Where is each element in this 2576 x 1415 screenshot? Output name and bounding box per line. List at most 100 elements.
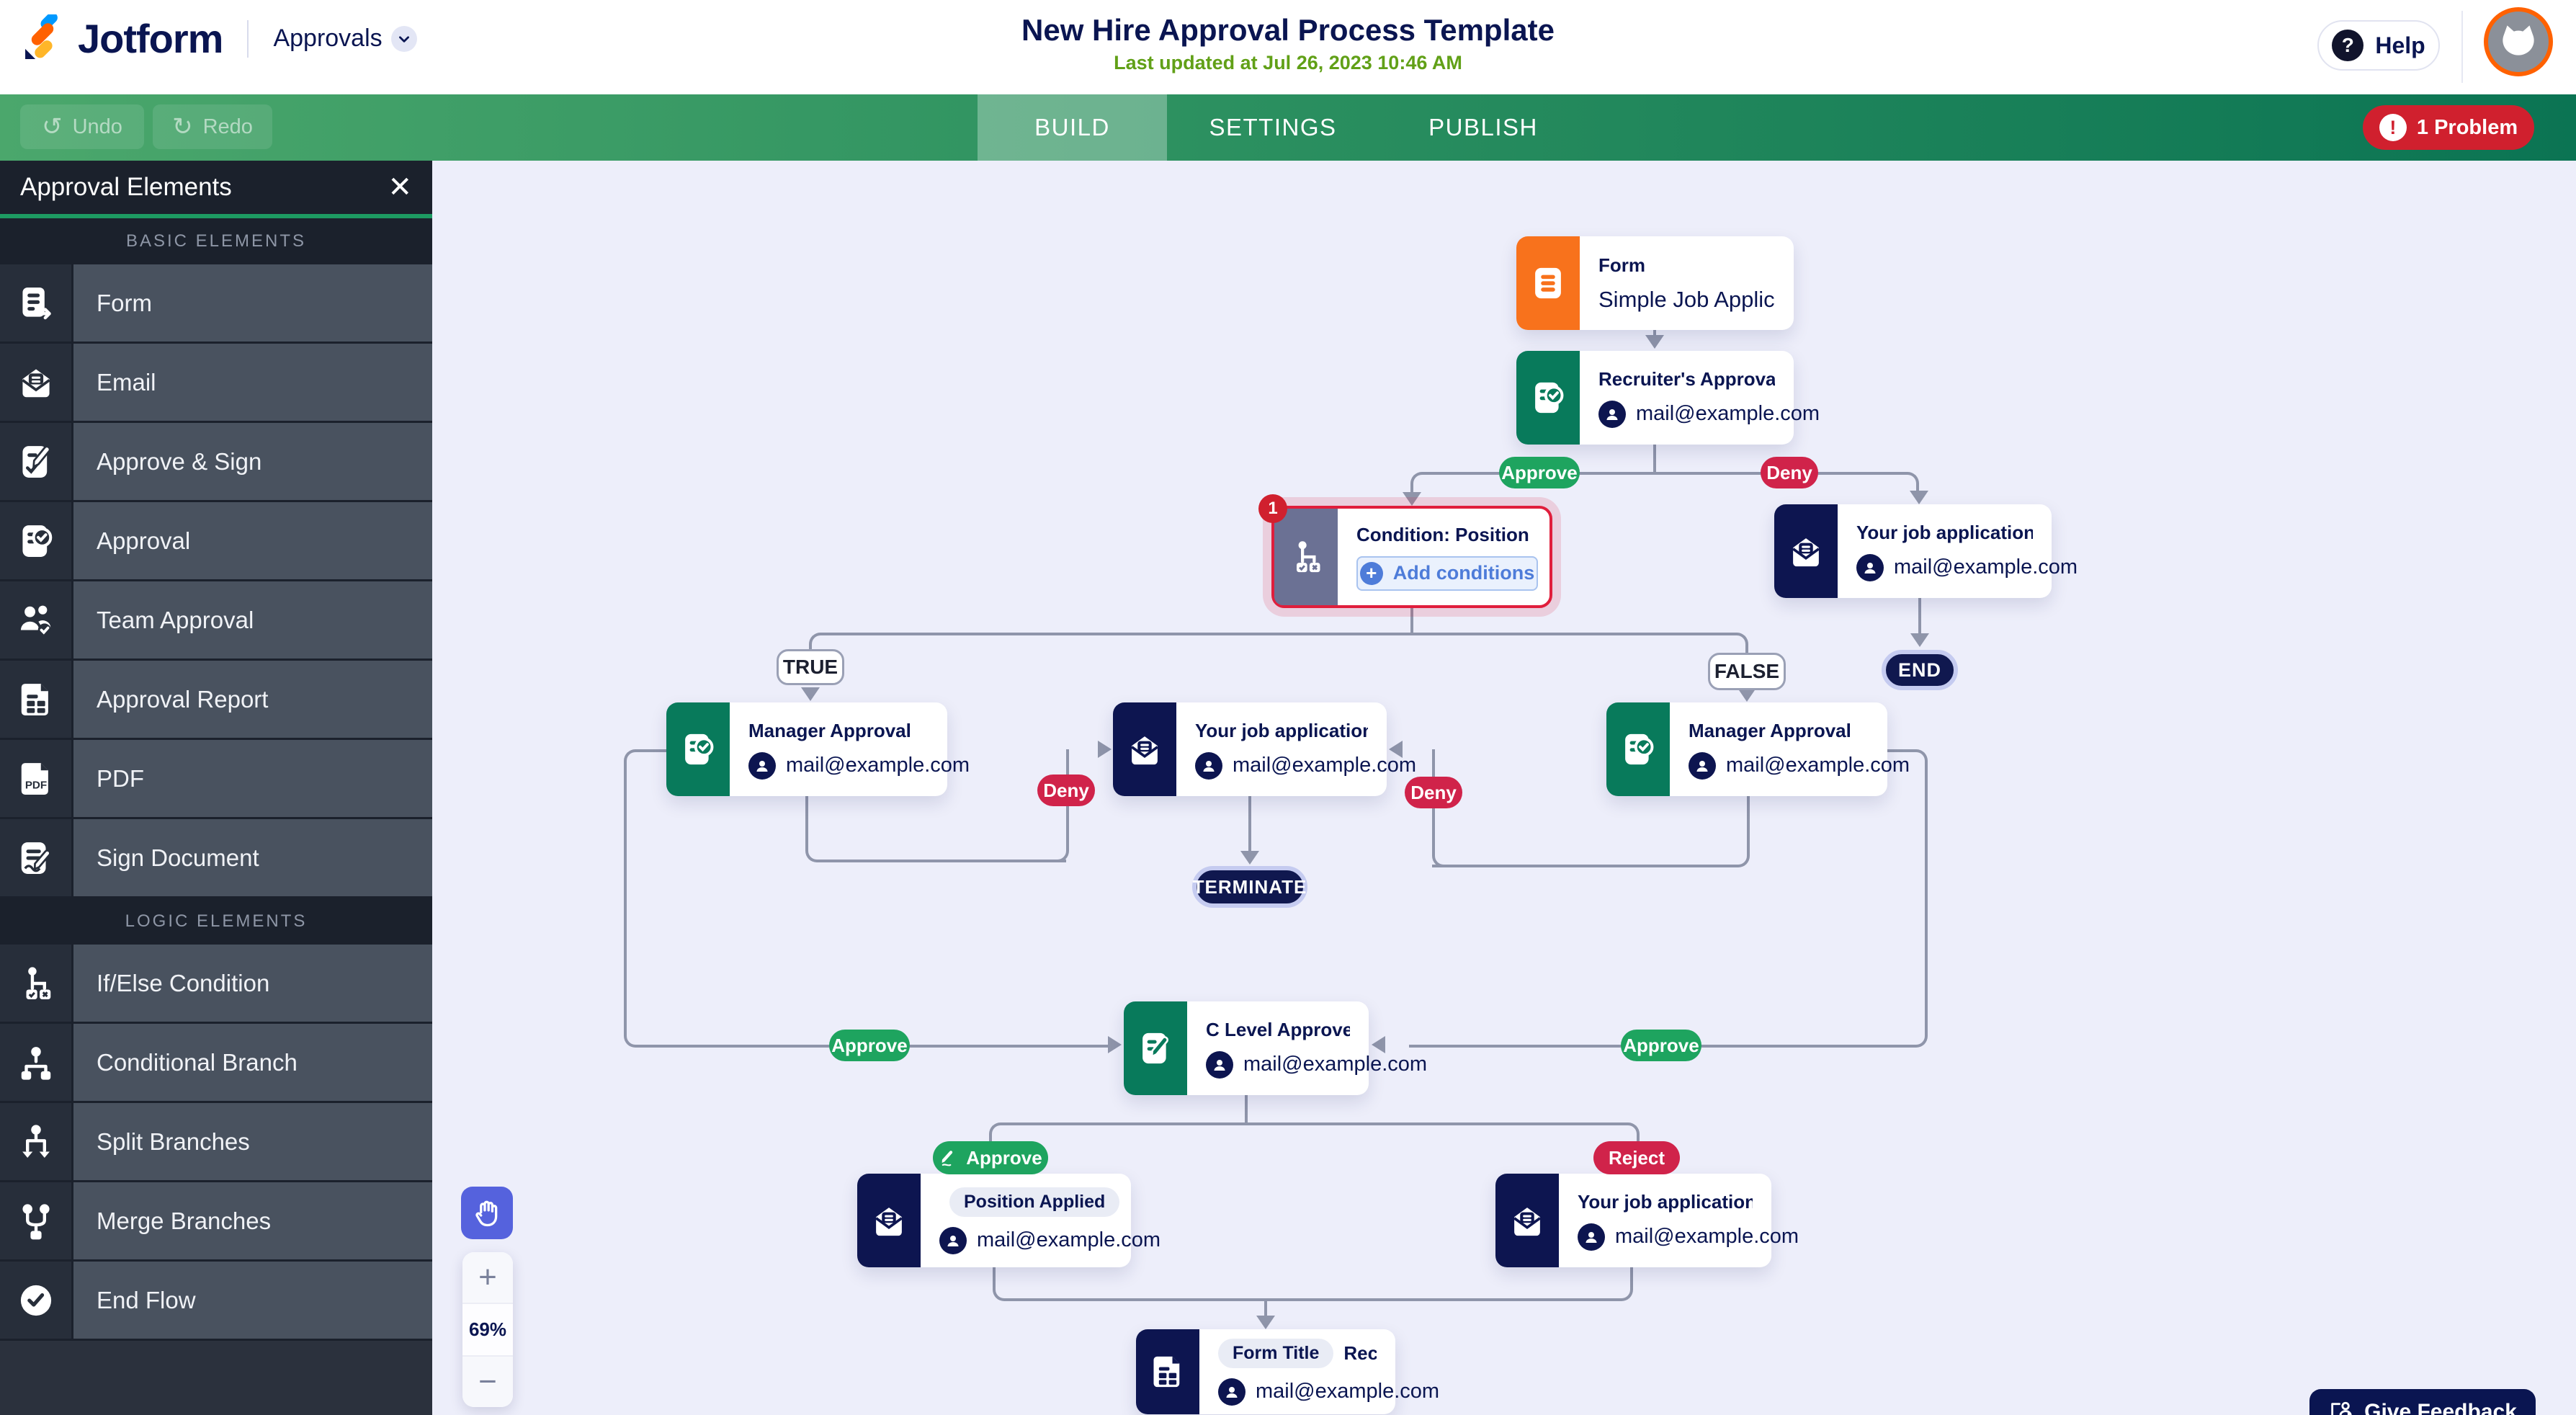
question-icon: ? bbox=[2332, 30, 2364, 61]
approval-report-icon bbox=[0, 661, 73, 738]
outcome-badge-deny[interactable]: Deny bbox=[1405, 777, 1462, 808]
node-form[interactable]: Form Simple Job Application Fo... bbox=[1516, 236, 1794, 330]
split-branches-icon bbox=[0, 1103, 73, 1180]
approval-icon bbox=[1516, 351, 1580, 445]
sidebar-item-team-approval[interactable]: Team Approval bbox=[0, 581, 432, 661]
approval-icon bbox=[666, 702, 730, 796]
user-avatar[interactable] bbox=[2484, 7, 2553, 76]
connector-elbow bbox=[1886, 749, 1928, 901]
give-feedback-button[interactable]: Give Feedback bbox=[2309, 1389, 2536, 1415]
help-button[interactable]: ? Help bbox=[2317, 20, 2440, 71]
node-manager-approval-right[interactable]: Manager Approval mail@example.com bbox=[1606, 702, 1910, 796]
sidebar-item-pdf[interactable]: PDF PDF bbox=[0, 740, 432, 819]
node-email: mail@example.com bbox=[1636, 402, 1820, 425]
arrow-down-icon bbox=[1738, 688, 1756, 702]
sidebar-item-sign-document[interactable]: Sign Document bbox=[0, 819, 432, 898]
jotform-logo-icon[interactable] bbox=[22, 12, 63, 63]
add-conditions-label: Add conditions bbox=[1392, 562, 1535, 584]
user-avatar-icon bbox=[1195, 751, 1222, 780]
jotform-logo-text[interactable]: Jotform bbox=[78, 16, 223, 61]
node-title: Manager Approval bbox=[748, 719, 911, 741]
arrow-left-icon bbox=[1389, 741, 1403, 758]
connector bbox=[1124, 1298, 1498, 1301]
sidebar-item-form[interactable]: Form bbox=[0, 264, 432, 344]
node-recruiter-approval[interactable]: Recruiter's Approval mail@example.com bbox=[1516, 351, 1820, 445]
sidebar-item-end-flow[interactable]: End Flow bbox=[0, 1262, 432, 1341]
sidebar-item-label: Approve & Sign bbox=[73, 423, 432, 500]
zoom-in-button[interactable]: + bbox=[462, 1252, 513, 1303]
chevron-down-icon bbox=[390, 25, 417, 52]
sidebar-item-approval-report[interactable]: Approval Report bbox=[0, 661, 432, 740]
outcome-badge-approve[interactable]: Approve bbox=[829, 1030, 910, 1061]
user-avatar-icon bbox=[1598, 400, 1626, 428]
pan-tool-button[interactable] bbox=[461, 1187, 513, 1239]
add-conditions-button[interactable]: + Add conditions bbox=[1356, 555, 1538, 591]
outcome-badge-deny[interactable]: Deny bbox=[1037, 775, 1095, 806]
node-email-center[interactable]: Your job application has been... mail@ex… bbox=[1113, 702, 1416, 796]
approval-elements-panel: Approval Elements ✕ BASIC ELEMENTS Form … bbox=[0, 161, 432, 1415]
redo-button[interactable]: ↻ Redo bbox=[153, 104, 272, 149]
tab-settings[interactable]: SETTINGS bbox=[1167, 94, 1379, 161]
sidebar-item-label: PDF bbox=[73, 740, 432, 817]
sidebar-item-if-else-condition[interactable]: If/Else Condition bbox=[0, 945, 432, 1024]
if-else-icon bbox=[0, 945, 73, 1022]
node-end[interactable]: END bbox=[1882, 650, 1958, 690]
report-icon bbox=[1136, 1329, 1199, 1414]
node-email-approved[interactable]: Your Position Applied app... mail@exampl… bbox=[857, 1174, 1160, 1267]
node-email-denied[interactable]: Your job application has been... mail@ex… bbox=[1774, 504, 2078, 598]
arrow-down-icon bbox=[1910, 491, 1928, 504]
sidebar-item-split-branches[interactable]: Split Branches bbox=[0, 1103, 432, 1182]
sidebar-item-approval[interactable]: Approval bbox=[0, 502, 432, 581]
connector bbox=[1410, 608, 1413, 634]
node-clevel-approve-sign[interactable]: C Level Approve & Sign mail@example.com bbox=[1124, 1001, 1427, 1095]
node-title: Recruiter's Approval bbox=[1598, 367, 1775, 390]
approval-icon bbox=[1606, 702, 1670, 796]
node-terminate[interactable]: TERMINATE bbox=[1192, 866, 1307, 908]
arrow-down-icon bbox=[1910, 633, 1929, 647]
form-icon bbox=[0, 264, 73, 342]
undo-button[interactable]: ↺ Undo bbox=[20, 104, 144, 149]
close-icon[interactable]: ✕ bbox=[388, 171, 412, 203]
tab-build[interactable]: BUILD bbox=[978, 94, 1167, 161]
sidebar-item-email[interactable]: Email bbox=[0, 344, 432, 423]
outcome-badge-approve-sign[interactable]: Approve bbox=[933, 1141, 1048, 1174]
page-title[interactable]: New Hire Approval Process Template bbox=[1021, 13, 1555, 47]
sidebar-item-label: End Flow bbox=[73, 1262, 432, 1339]
connector-elbow bbox=[1412, 633, 1748, 654]
sidebar-item-approve-sign[interactable]: Approve & Sign bbox=[0, 423, 432, 502]
user-avatar-icon bbox=[1856, 553, 1884, 581]
outcome-badge-deny[interactable]: Deny bbox=[1761, 457, 1818, 488]
connector-elbow bbox=[1246, 1122, 1640, 1144]
pdf-icon: PDF bbox=[0, 740, 73, 817]
zoom-out-button[interactable]: − bbox=[462, 1356, 513, 1407]
panel-title: Approval Elements bbox=[20, 173, 232, 201]
node-title: Recruitment Re... bbox=[1343, 1342, 1377, 1364]
node-email: mail@example.com bbox=[1243, 1053, 1428, 1076]
tab-publish[interactable]: PUBLISH bbox=[1379, 94, 1588, 161]
problem-badge[interactable]: ! 1 Problem bbox=[2363, 105, 2534, 150]
node-title: Condition: Position Applied bbox=[1356, 523, 1531, 545]
outcome-badge-approve[interactable]: Approve bbox=[1499, 457, 1580, 488]
node-email-rejected[interactable]: Your job application has been... mail@ex… bbox=[1495, 1174, 1799, 1267]
svg-text:PDF: PDF bbox=[24, 779, 46, 791]
section-label-logic: LOGIC ELEMENTS bbox=[0, 898, 432, 945]
node-condition[interactable]: Condition: Position Applied + Add condit… bbox=[1271, 506, 1552, 608]
outcome-badge-reject[interactable]: Reject bbox=[1593, 1141, 1680, 1174]
user-avatar-icon bbox=[1218, 1378, 1245, 1406]
if-else-icon bbox=[1274, 509, 1338, 605]
outcome-badge-approve[interactable]: Approve bbox=[1621, 1030, 1701, 1061]
node-manager-approval-left[interactable]: Manager Approval mail@example.com bbox=[666, 702, 970, 796]
app-header: Jotform Approvals New Hire Approval Proc… bbox=[0, 0, 2576, 94]
sign-document-icon bbox=[0, 819, 73, 896]
form-icon bbox=[1516, 236, 1580, 330]
sidebar-item-conditional-branch[interactable]: Conditional Branch bbox=[0, 1024, 432, 1103]
node-email: mail@example.com bbox=[1726, 754, 1910, 777]
node-email: mail@example.com bbox=[1233, 754, 1417, 777]
sidebar-item-label: Team Approval bbox=[73, 581, 432, 659]
undo-icon: ↺ bbox=[42, 113, 63, 140]
node-approval-report[interactable]: Form Title Recruitment Re... mail@exampl… bbox=[1136, 1329, 1439, 1414]
section-label-basic: BASIC ELEMENTS bbox=[0, 218, 432, 264]
sidebar-item-label: Split Branches bbox=[73, 1103, 432, 1180]
product-switcher[interactable]: Approvals bbox=[273, 24, 417, 53]
sidebar-item-merge-branches[interactable]: Merge Branches bbox=[0, 1182, 432, 1262]
